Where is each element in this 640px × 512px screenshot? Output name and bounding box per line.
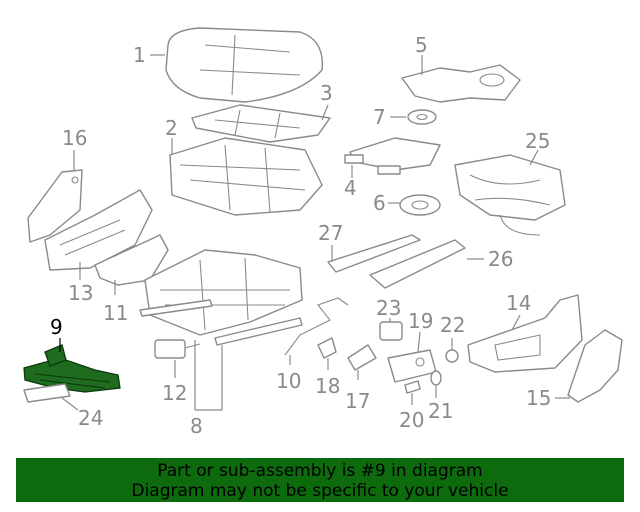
callout-3: 3 bbox=[320, 81, 333, 105]
callout-6: 6 bbox=[373, 191, 386, 215]
callout-7: 7 bbox=[373, 105, 386, 129]
callout-13: 13 bbox=[68, 281, 93, 305]
part-18-latch bbox=[317, 337, 337, 359]
callout-19: 19 bbox=[408, 309, 433, 333]
part-4-bracket bbox=[344, 137, 441, 175]
part-27-rail bbox=[327, 234, 421, 273]
leader-25 bbox=[529, 149, 539, 166]
part-5-plate bbox=[401, 64, 521, 103]
leader-24 bbox=[61, 397, 79, 411]
part-3-cushion-pan bbox=[191, 104, 331, 143]
callout-20: 20 bbox=[399, 408, 424, 432]
part-23-motor bbox=[379, 321, 403, 341]
part-13-trim-panel bbox=[44, 189, 153, 271]
part-7-ring bbox=[407, 109, 437, 125]
leader-14 bbox=[511, 314, 521, 331]
leader-3 bbox=[321, 104, 329, 121]
callout-11: 11 bbox=[103, 301, 128, 325]
part-20-clip bbox=[404, 380, 421, 394]
callout-14: 14 bbox=[506, 291, 531, 315]
callout-15: 15 bbox=[526, 386, 551, 410]
callout-5: 5 bbox=[415, 33, 428, 57]
leader-8 bbox=[194, 340, 223, 411]
callout-26: 26 bbox=[488, 247, 513, 271]
callout-10: 10 bbox=[276, 369, 301, 393]
callout-24: 24 bbox=[78, 406, 103, 430]
callout-1: 1 bbox=[133, 43, 146, 67]
callout-23: 23 bbox=[376, 296, 401, 320]
callout-9: 9 bbox=[50, 315, 63, 339]
part-12-motor bbox=[154, 339, 201, 359]
part-17-latch bbox=[347, 344, 377, 371]
callout-25: 25 bbox=[525, 129, 550, 153]
callout-4: 4 bbox=[344, 176, 357, 200]
banner-line-1: Part or sub-assembly is #9 in diagram bbox=[157, 461, 483, 481]
part-9-seat-track-highlighted bbox=[23, 344, 121, 393]
part-14-side-trim bbox=[467, 294, 583, 373]
callout-18: 18 bbox=[315, 374, 340, 398]
callout-21: 21 bbox=[428, 399, 453, 423]
part-2-cushion-foam bbox=[169, 137, 323, 216]
callout-16: 16 bbox=[62, 126, 87, 150]
part-15-cover bbox=[567, 329, 623, 403]
part-8-seat-frame bbox=[139, 249, 303, 346]
leader-19 bbox=[417, 331, 421, 353]
info-banner: Part or sub-assembly is #9 in diagram Di… bbox=[16, 458, 624, 502]
part-26-trim-cover bbox=[369, 239, 466, 289]
callout-2: 2 bbox=[165, 116, 178, 140]
part-10-cable bbox=[284, 297, 349, 356]
callout-22: 22 bbox=[440, 313, 465, 337]
part-25-harness bbox=[454, 154, 566, 236]
part-22-washer bbox=[445, 349, 459, 363]
callout-8: 8 bbox=[190, 414, 203, 438]
part-24-cover bbox=[23, 383, 71, 403]
part-6-motor bbox=[399, 194, 441, 216]
part-19-gear-plate bbox=[387, 349, 437, 383]
part-21-ring bbox=[430, 370, 442, 386]
part-16-side-shield bbox=[27, 169, 83, 243]
part-1-cushion-pad bbox=[165, 27, 324, 103]
callout-12: 12 bbox=[162, 381, 187, 405]
callout-17: 17 bbox=[345, 389, 370, 413]
banner-line-2: Diagram may not be specific to your vehi… bbox=[131, 481, 509, 501]
callout-27: 27 bbox=[318, 221, 343, 245]
